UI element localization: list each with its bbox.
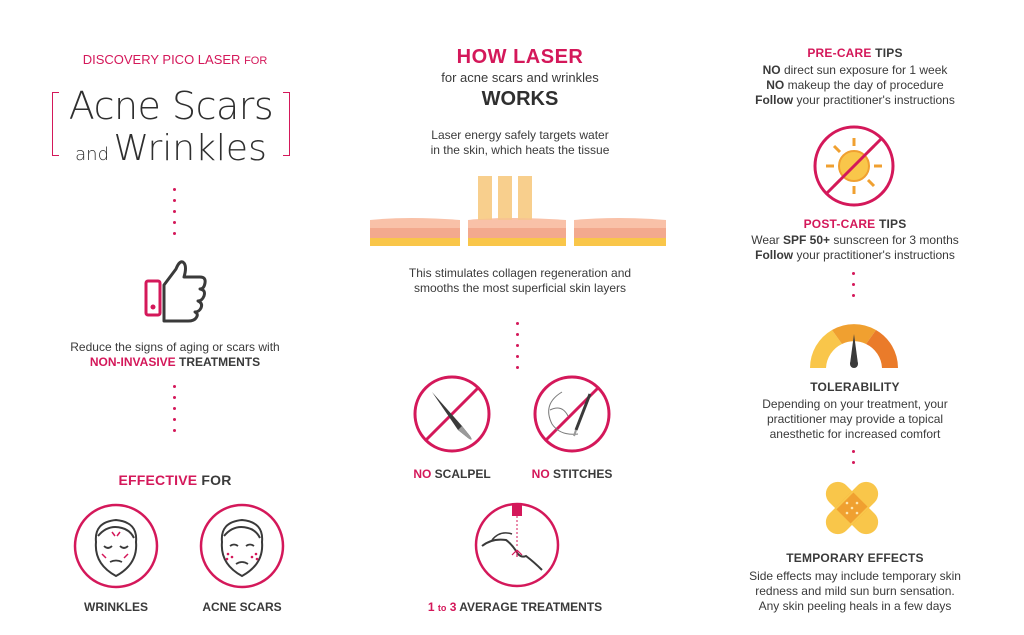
effective-for-text: FOR [201,472,232,488]
desc1-line1: Laser energy safely targets water [431,128,609,142]
noninvasive-line: NON-INVASIVE TREATMENTS [30,355,320,369]
post-tips-text: TIPS [878,217,907,231]
avg-3: 3 [449,600,457,614]
wrinkles-face-icon [73,503,159,589]
right-dots-2 [852,450,856,472]
tol-line2: practitioner may provide a topical [766,412,944,426]
pre-3-bold: Follow [755,93,794,107]
skin-layers-graphic [370,176,666,246]
noninvasive-text: NON-INVASIVE [89,355,176,369]
no-sun-icon [813,125,895,207]
title-line1: Acne Scars [68,84,274,128]
effective-text: EFFECTIVE [118,472,198,488]
title-bracket-left [52,92,59,156]
left-dots-1 [173,188,177,243]
title-bracket-right [283,92,290,156]
post-1-bold: SPF 50+ [783,233,831,247]
no-stitches-no: NO [531,467,550,481]
tol-line1: Depending on your treatment, your [762,397,948,411]
bandage-icon [825,481,879,535]
pre-line3: Follow your practitioner's instructions [720,93,990,108]
pre-care-text: PRE-CARE [807,46,872,60]
post-line1: Wear SPF 50+ sunscreen for 3 months [720,233,990,248]
thumbs-up-icon [144,260,207,323]
title-and: and [75,144,110,165]
reduce-text: Reduce the signs of aging or scars with [70,340,280,354]
left-top-label: DISCOVERY PICO LASER FOR [40,52,310,67]
pre-2-bold: NO [766,78,785,92]
right-dots-1 [852,272,856,305]
how-laser-heading: HOW LASER [456,46,584,68]
avg-rest: AVERAGE TREATMENTS [459,600,603,614]
post-2-rest: your practitioner's instructions [796,248,955,262]
post-2-bold: Follow [755,248,794,262]
title-line2: Wrinkles [113,128,267,169]
desc1-line2: in the skin, which heats the tissue [430,143,610,157]
acne-face-icon [199,503,285,589]
pre-care-heading: PRE-CARE TIPS [720,46,990,60]
post-line2: Follow your practitioner's instructions [720,248,990,263]
title-line2-wrap: and Wrinkles [55,128,287,169]
tol-line3: anesthetic for increased comfort [769,427,941,441]
acne-label: ACNE SCARS [202,600,282,614]
tolerability-heading: TOLERABILITY [810,380,900,394]
subtitle: for acne scars and wrinkles [441,70,599,85]
avg-treatments-label: 1 to 3 AVERAGE TREATMENTS [400,600,630,614]
pre-line1: NO direct sun exposure for 1 week [720,63,990,78]
treatments-text: TREATMENTS [179,355,261,369]
pre-tips-text: TIPS [875,46,903,60]
no-scalpel-label: NO SCALPEL [400,467,504,481]
avg-to: to [437,603,447,613]
pre-1-rest: direct sun exposure for 1 week [783,63,948,77]
pre-3-rest: your practitioner's instructions [796,93,955,107]
tolerability-gauge-icon [810,324,898,368]
for-text: FOR [244,55,268,67]
discovery-text: DISCOVERY PICO LASER [82,52,241,67]
works-heading: WORKS [481,88,559,110]
pre-line2: NO makeup the day of procedure [720,78,990,93]
no-stitches-label: NO STITCHES [520,467,624,481]
no-scalpel-text: SCALPEL [434,467,491,481]
no-stitches-text: STITCHES [553,467,613,481]
post-care-heading: POST-CARE TIPS [720,217,990,231]
post-1-rest: sunscreen for 3 months [833,233,959,247]
post-1-a: Wear [751,233,780,247]
temporary-effects-heading: TEMPORARY EFFECTS [786,551,924,565]
laser-face-icon [474,502,560,588]
no-scalpel-icon [413,375,491,453]
wrinkles-label: WRINKLES [84,600,148,614]
temp-line1: Side effects may include temporary skin [749,569,961,583]
temp-line2: redness and mild sun burn sensation. [755,584,955,598]
temp-line3: Any skin peeling heals in a few days [758,599,952,613]
no-stitches-icon [533,375,611,453]
left-dots-2 [173,385,177,440]
pre-2-rest: makeup the day of procedure [787,78,944,92]
middle-dots [516,322,520,377]
desc2-line1: This stimulates collagen regeneration an… [408,266,632,280]
post-care-text: POST-CARE [803,217,876,231]
effective-heading: EFFECTIVE FOR [30,472,320,488]
no-scalpel-no: NO [413,467,432,481]
pre-1-bold: NO [762,63,781,77]
avg-1: 1 [427,600,435,614]
desc2-line2: smooths the most superficial skin layers [413,281,627,295]
